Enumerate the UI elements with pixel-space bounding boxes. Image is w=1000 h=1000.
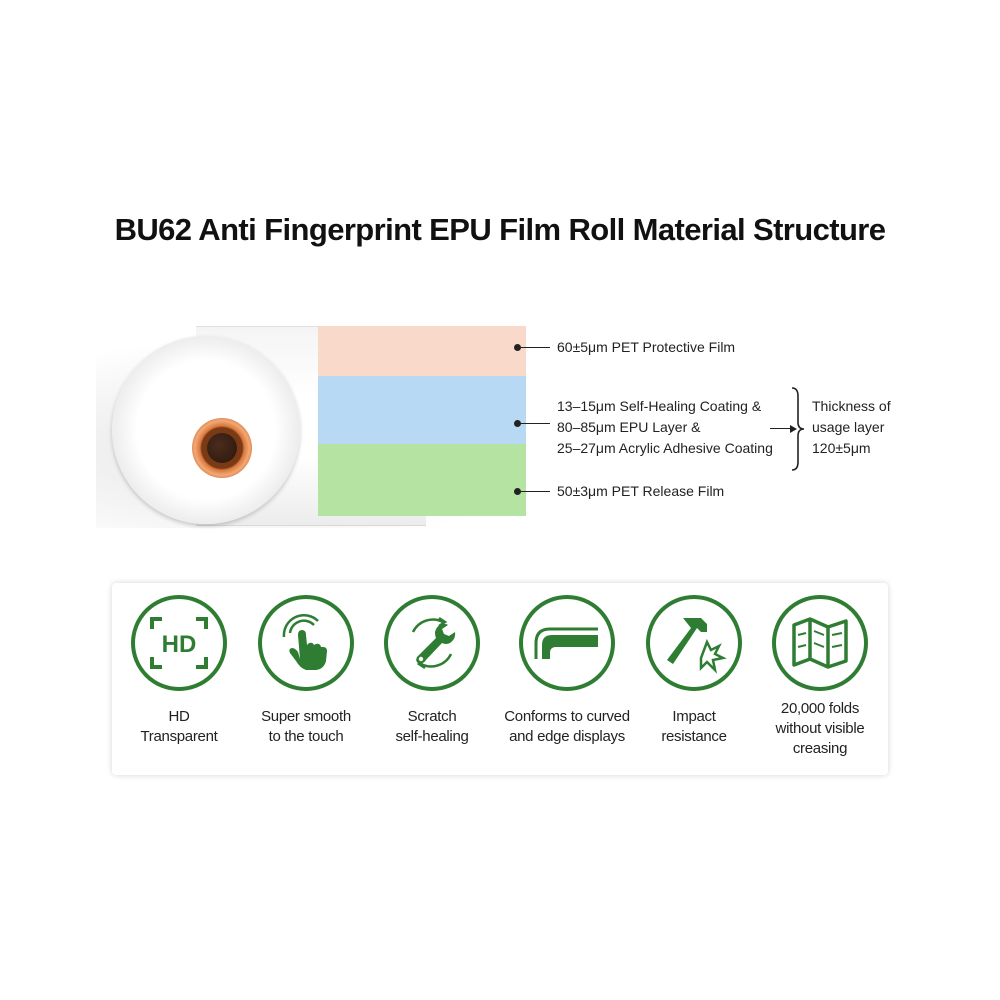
feature-icon-circle [646, 595, 742, 691]
feature-label: Scratch self-healing [368, 707, 496, 747]
feature-label: HD Transparent [115, 707, 243, 747]
feature-label-line: to the touch [268, 728, 344, 745]
feature-label-line: Transparent [140, 728, 218, 745]
usage-line: 120±5μm [812, 440, 871, 456]
roll-core [192, 418, 252, 478]
usage-line: Thickness of [812, 398, 891, 414]
feature-label-line: resistance [661, 728, 727, 745]
leader-dot [514, 344, 521, 351]
arrow-line [770, 428, 794, 429]
layer-label-epu: 13–15μm Self-Healing Coating & 80–85μm E… [557, 396, 797, 459]
feature-icon-circle [519, 595, 615, 691]
layer-pet-release [318, 444, 526, 516]
feature-label-line: self-healing [395, 728, 469, 745]
leader-dot [514, 488, 521, 495]
leader-dot [514, 420, 521, 427]
feature-icon-circle [258, 595, 354, 691]
feature-label-line: without visible [775, 720, 865, 737]
feature-label-line: Impact [672, 708, 716, 725]
feature-label-line: creasing [792, 740, 848, 757]
leader-line [520, 491, 550, 492]
roll-end-disc [112, 336, 300, 524]
folded-map-icon [792, 617, 848, 669]
feature-label-line: 20,000 folds [780, 700, 860, 717]
svg-text:HD: HD [162, 631, 197, 658]
feature-label: Impact resistance [630, 707, 758, 747]
feature-label: 20,000 folds without visible creasing [756, 699, 884, 759]
film-roll-illustration [96, 318, 536, 538]
layer-label-protective: 60±5μm PET Protective Film [557, 339, 736, 355]
leader-line [520, 423, 550, 424]
curved-screen-icon [534, 627, 598, 659]
feature-label-line: and edge displays [509, 728, 625, 745]
page-title: BU62 Anti Fingerprint EPU Film Roll Mate… [114, 212, 886, 247]
layer-label-line: 13–15μm Self-Healing Coating & [557, 398, 762, 414]
feature-label-line: Super smooth [261, 708, 351, 725]
features-panel: HD HD Transparent Super smooth to the to… [112, 583, 888, 775]
feature-scratch-self-healing: Scratch self-healing [368, 595, 496, 747]
leader-line [520, 347, 550, 348]
curly-brace-icon [791, 387, 805, 471]
layer-epu-composite [318, 376, 526, 444]
feature-icon-circle [384, 595, 480, 691]
feature-impact-resistance: Impact resistance [630, 595, 758, 747]
feature-icon-circle: HD [131, 595, 227, 691]
wrench-repair-icon [411, 616, 456, 670]
usage-line: usage layer [812, 419, 885, 435]
layer-label-line: 25–27μm Acrylic Adhesive Coating [557, 440, 773, 456]
layer-pet-protective [318, 326, 526, 376]
feature-label: Super smooth to the touch [242, 707, 370, 747]
usage-thickness-label: Thickness of usage layer 120±5μm [812, 396, 891, 459]
feature-label: Conforms to curved and edge displays [503, 707, 631, 747]
feature-fold-endurance: 20,000 folds without visible creasing [756, 595, 884, 759]
feature-curved-displays: Conforms to curved and edge displays [503, 595, 631, 747]
feature-icon-circle [772, 595, 868, 691]
arrow-right-icon [790, 425, 797, 433]
feature-label-line: Scratch [407, 708, 457, 725]
feature-super-smooth: Super smooth to the touch [242, 595, 370, 747]
hd-icon: HD [150, 617, 208, 669]
roll-core-hole [207, 433, 237, 463]
layer-label-line: 80–85μm EPU Layer & [557, 419, 701, 435]
layer-label-release: 50±3μm PET Release Film [557, 483, 725, 499]
feature-label-line: Conforms to curved [504, 708, 630, 725]
feature-hd-transparent: HD HD Transparent [115, 595, 243, 747]
hammer-impact-icon [667, 618, 727, 674]
touch-hand-icon [282, 614, 327, 670]
feature-label-line: HD [168, 708, 190, 725]
